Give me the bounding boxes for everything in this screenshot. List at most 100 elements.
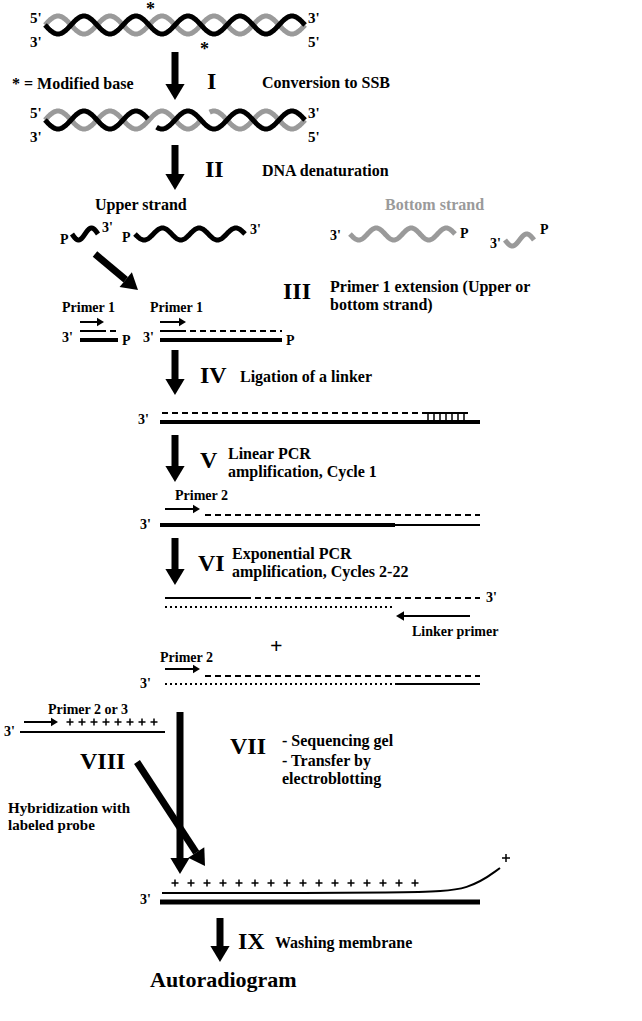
step-text: - Transfer by electroblotting [282, 752, 432, 787]
extension-product [180, 330, 282, 332]
strand-end: 3' [30, 34, 42, 51]
membrane-strand [160, 900, 480, 905]
strand-end: 3' [330, 228, 341, 243]
strand-end: 3' [138, 412, 149, 427]
process-arrow [172, 350, 179, 379]
primer-arrow [404, 615, 470, 617]
linker-bond [439, 413, 441, 420]
primer-name: Primer 1 [62, 300, 115, 315]
phosphate-end: P [122, 230, 131, 245]
dna-fragment [72, 228, 98, 240]
primer-arrow-head [396, 611, 404, 621]
label-mark [222, 880, 224, 887]
probe-strand [20, 731, 165, 733]
template-strand [160, 420, 480, 424]
step-text: Conversion to SSB [262, 74, 390, 92]
strand-end: 3' [490, 236, 501, 251]
step-number: II [205, 156, 224, 182]
strand-end: 3' [250, 222, 261, 237]
label-mark [286, 880, 288, 887]
primer-arrow [165, 508, 193, 510]
strand-end: 5' [30, 10, 42, 27]
strand-end: 3' [140, 676, 151, 691]
primer-arrow-head [51, 718, 58, 726]
primer-arrow [165, 668, 193, 670]
label-mark [318, 880, 320, 887]
primer-name: Primer 2 [175, 488, 228, 503]
process-arrow [95, 254, 126, 280]
dna-fragment [350, 228, 455, 240]
label-mark [414, 880, 416, 887]
step-number: VII [230, 733, 266, 759]
label-mark [382, 880, 384, 887]
dna-fragment [505, 234, 534, 246]
strand-name: Upper strand [95, 196, 187, 214]
label-mark [270, 880, 272, 887]
step-text: - Sequencing gel [282, 732, 393, 750]
label-mark [105, 719, 107, 726]
step-text: DNA denaturation [262, 162, 389, 180]
dna-strand [45, 111, 148, 129]
strand-end: 3' [62, 330, 73, 345]
linker-bond [427, 413, 429, 420]
plus-sign: + [270, 634, 283, 658]
label-mark [129, 719, 131, 726]
phosphate-end: P [122, 333, 131, 348]
extension-product [205, 514, 480, 516]
label-mark [398, 880, 400, 887]
process-arrow [217, 918, 224, 946]
phosphate-end: P [60, 232, 69, 247]
process-arrow-head [165, 84, 184, 100]
strand-end: 3' [143, 330, 154, 345]
label-mark [334, 880, 336, 887]
step-text: Ligation of a linker [240, 368, 372, 386]
linker-bond [451, 413, 453, 420]
linker-bond [445, 413, 447, 420]
dna-fragment [135, 228, 245, 240]
primer-arrow-head [179, 318, 186, 326]
primer-arrow-head [193, 665, 200, 673]
process-arrow-head [170, 858, 189, 874]
label-mark [117, 719, 119, 726]
label-mark [206, 880, 208, 887]
label-mark [505, 854, 507, 862]
primer-arrow [80, 321, 97, 323]
template-strand [160, 523, 395, 527]
new-strand [165, 606, 395, 608]
label-mark [350, 880, 352, 887]
step-number: IX [238, 928, 265, 954]
process-arrow-head [188, 847, 205, 866]
step-number: V [200, 447, 217, 473]
process-arrow-head [210, 946, 229, 962]
linker-bond [463, 413, 465, 420]
strand-end: 3' [140, 892, 151, 907]
modified-base-mark: * [200, 40, 209, 60]
strand-end: 5' [308, 129, 320, 146]
primer-arrow-head [97, 318, 104, 326]
process-arrow-head [165, 466, 184, 482]
new-strand [165, 683, 395, 685]
strand-end: 3' [30, 129, 42, 146]
step-number: IV [200, 362, 227, 388]
label-mark [190, 880, 192, 887]
process-arrow-head [165, 379, 184, 395]
extension-product [245, 597, 480, 599]
strand-end: 3' [308, 10, 320, 27]
strand-end: 5' [30, 105, 42, 122]
process-arrow [172, 52, 179, 84]
linker [395, 524, 480, 526]
dna-strand [45, 16, 305, 34]
step-number: VIII [80, 748, 125, 774]
phosphate-end: P [540, 222, 549, 237]
linker [395, 683, 480, 685]
step-number: VI [198, 550, 225, 576]
process-arrow [172, 145, 179, 174]
process-arrow [137, 762, 196, 853]
step-number: III [283, 278, 311, 304]
process-arrow-head [165, 174, 184, 190]
primer-name: Primer 1 [150, 300, 203, 315]
label-mark [302, 880, 304, 887]
process-arrow [172, 435, 179, 466]
